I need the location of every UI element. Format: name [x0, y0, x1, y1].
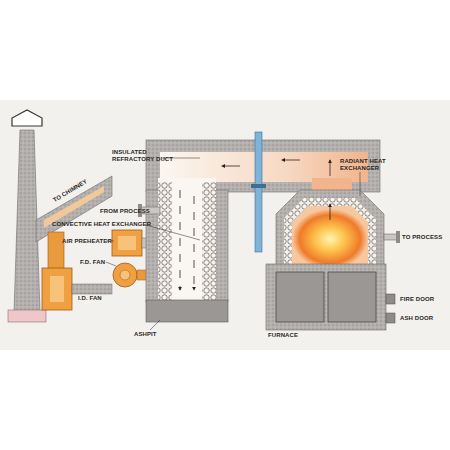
part-label: INSULATED REFRACTORY DUCT [112, 149, 176, 163]
part-label: FROM PROCESS [100, 208, 150, 215]
air-preheater-core [118, 236, 136, 250]
radiant-coil [284, 198, 376, 266]
gas-flow-arrow [330, 160, 331, 176]
duct-interior [160, 152, 368, 182]
flue-duct [72, 284, 112, 294]
leader-line [150, 320, 160, 330]
gas-flow-arrow [330, 204, 331, 220]
part-label: FIRE DOOR [400, 296, 434, 303]
pipe-flange [251, 184, 266, 188]
furnace-box [266, 264, 386, 330]
id-fan [42, 268, 72, 310]
fd-fan-hub [120, 270, 130, 280]
part-label: F.D. FAN [80, 259, 105, 266]
gas-flow-arrow [282, 160, 300, 161]
part-label: ASHPIT [134, 331, 157, 338]
gas-flow-arrow [222, 166, 240, 167]
part-label: ASH DOOR [400, 315, 433, 322]
radiant-dome [276, 190, 384, 266]
air-preheater [112, 230, 142, 256]
fd-fan [113, 263, 137, 287]
convective-chamber [158, 178, 216, 302]
fire-door [386, 294, 395, 304]
part-label: I.D. FAN [78, 295, 102, 302]
ashpit-box [146, 300, 228, 322]
coil-bank [202, 182, 216, 300]
leader-line [146, 225, 200, 240]
leader-line [360, 172, 361, 196]
part-label: RADIANT HEAT EXCHANGER [340, 158, 396, 172]
part-label: AIR PREHEATER [62, 238, 112, 245]
gas-flow-arrow [194, 196, 195, 290]
leader-line [106, 262, 116, 266]
chimney-cap-arrow [12, 110, 42, 126]
furnace-panel [328, 272, 376, 322]
id-fan-duct [48, 232, 64, 270]
chimney-base [8, 310, 46, 322]
ash-door [386, 313, 395, 323]
pipe-flange [396, 231, 400, 243]
gas-flow-arrow [180, 190, 181, 290]
part-label: CONVECTIVE HEAT EXCHANGER [52, 221, 151, 228]
furnace-panel [276, 272, 324, 322]
part-label: FURNACE [268, 332, 298, 339]
connecting-pipe [255, 132, 262, 252]
id-fan-housing [50, 276, 64, 302]
background-panel [0, 100, 450, 350]
coil-bank [158, 182, 172, 300]
outlet-pipe [384, 234, 398, 240]
part-label: TO PROCESS [402, 234, 442, 241]
